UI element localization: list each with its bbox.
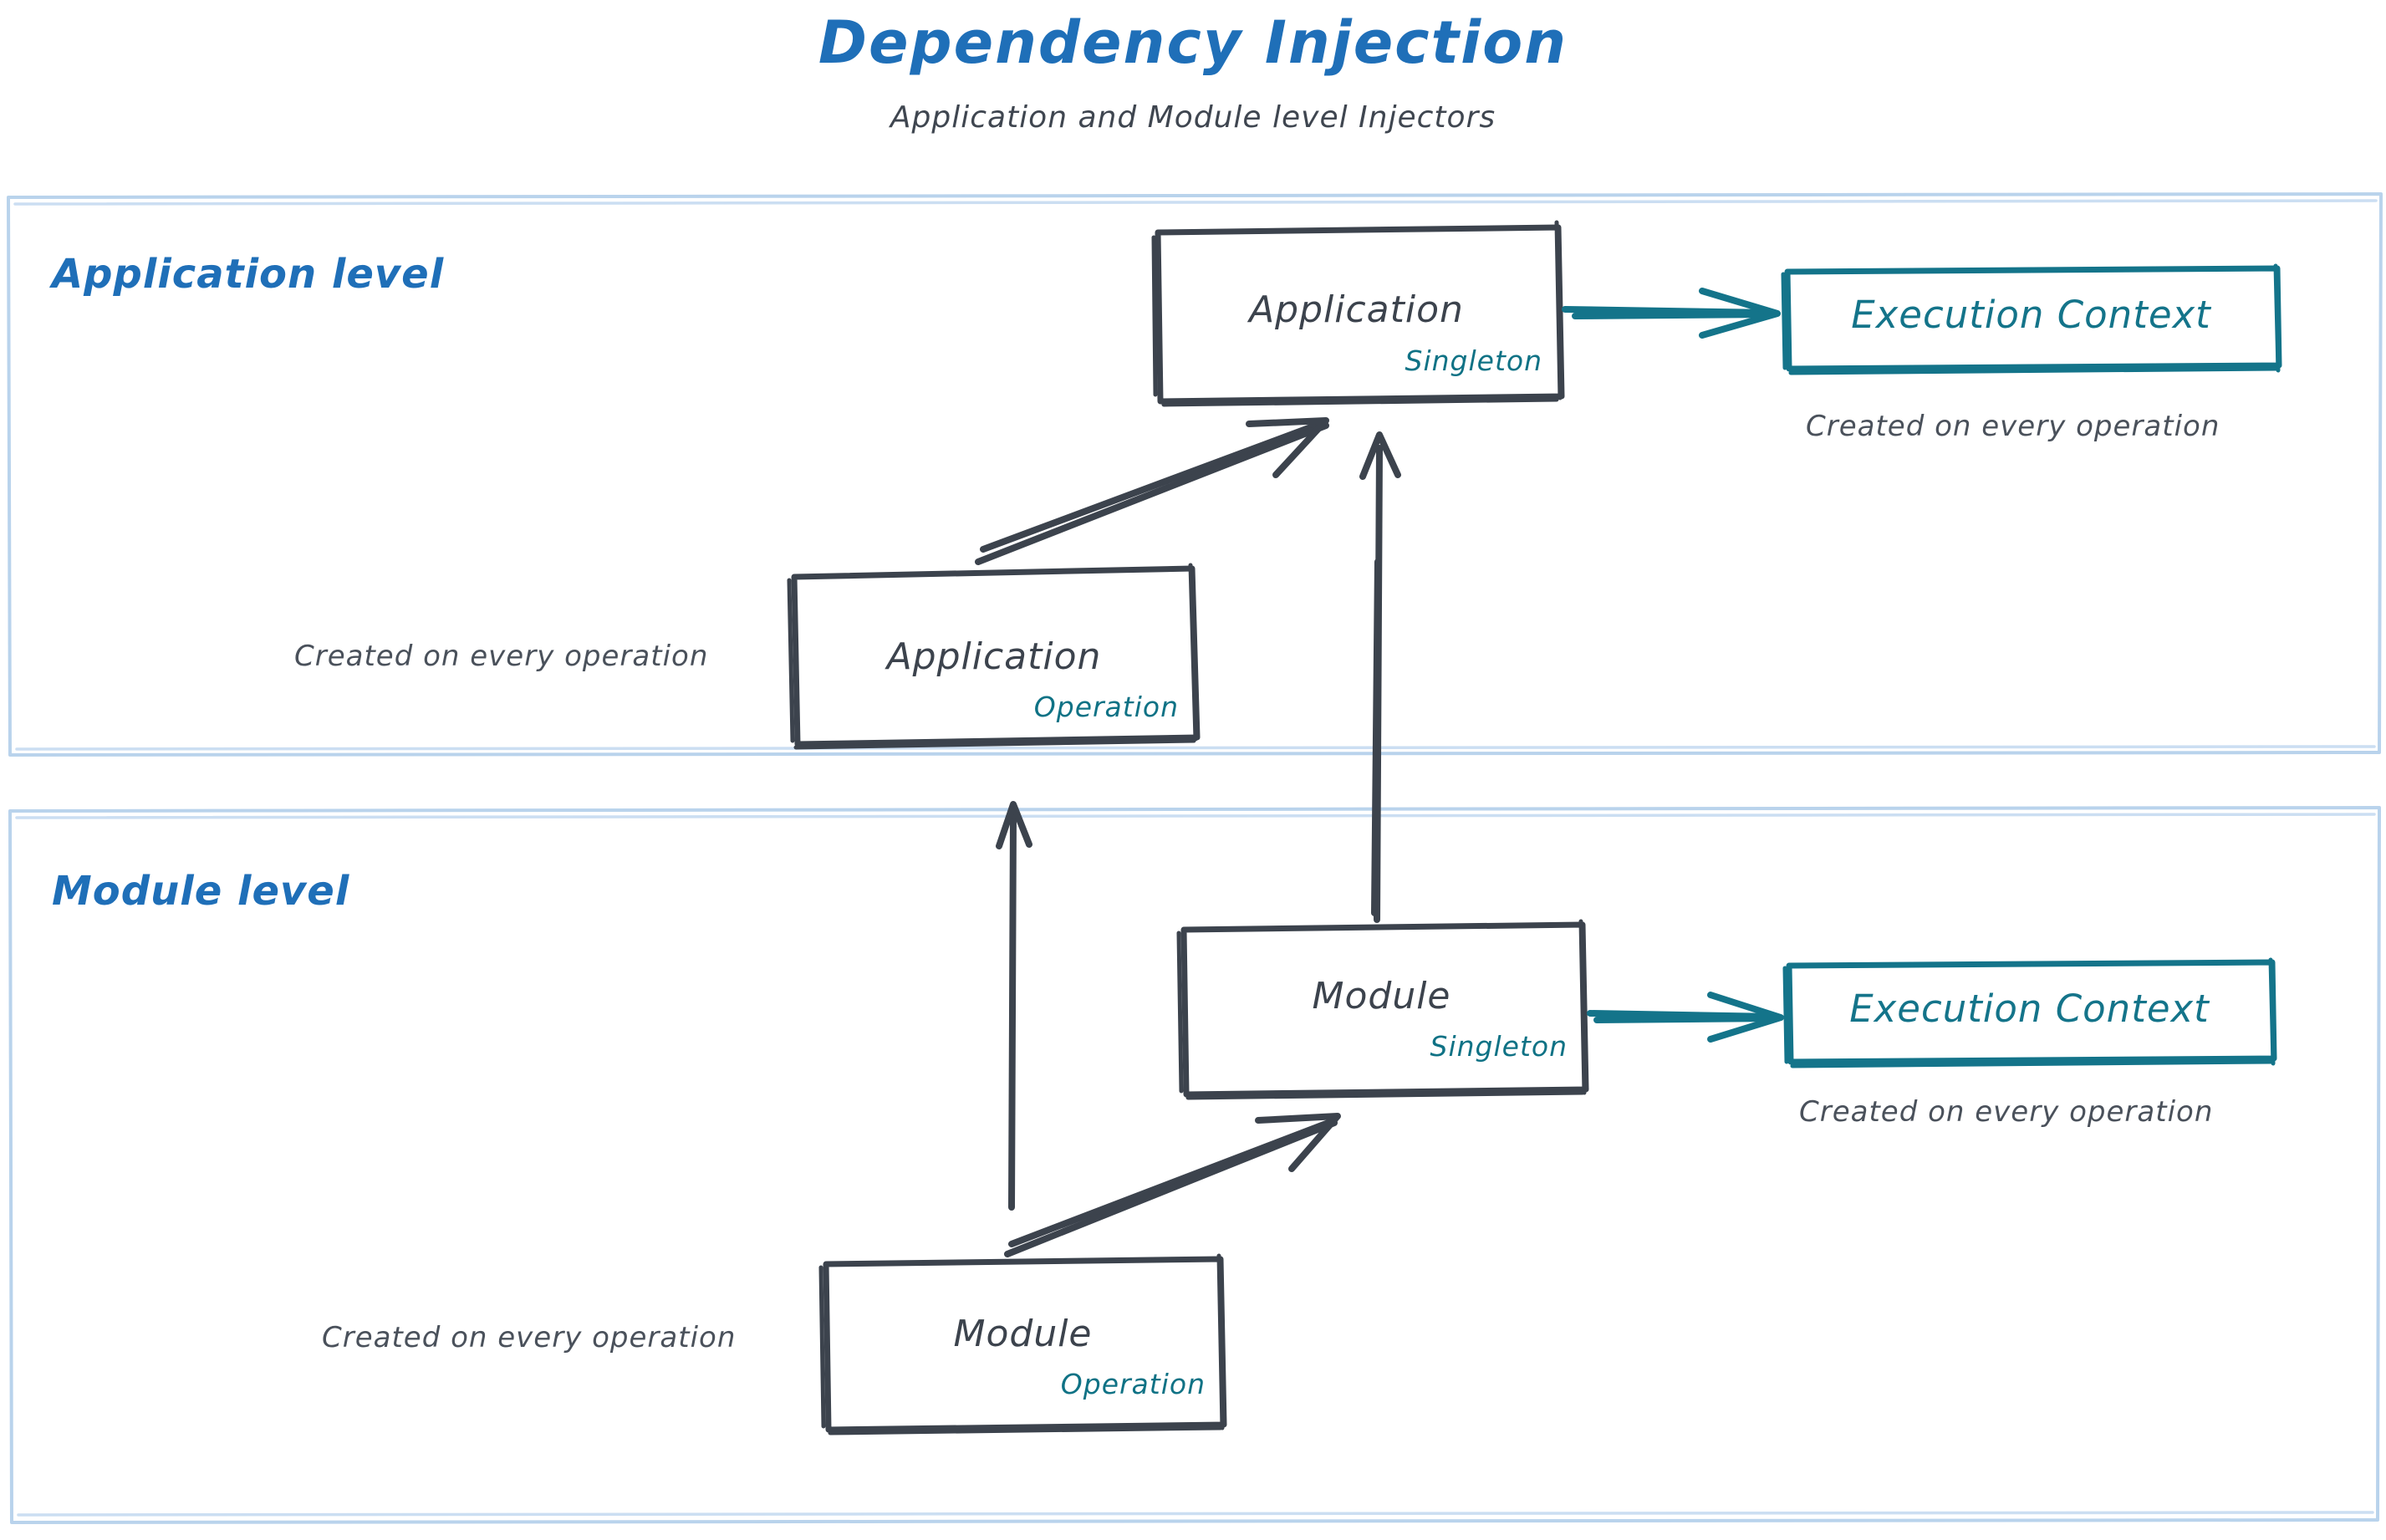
node-application-operation-title: Application	[886, 635, 1102, 678]
edge-module-operation-to-app-operation	[996, 801, 1032, 1211]
note-module-operation: Created on every operation	[322, 1321, 737, 1354]
node-execution-context-application-label: Execution Context	[1851, 293, 2211, 337]
node-module-operation-scope: Operation	[1060, 1368, 1206, 1400]
edge-module-operation-to-module-singleton	[1004, 1113, 1341, 1257]
edge-module-singleton-to-execution-context	[1587, 992, 1784, 1043]
node-module-operation-title: Module	[953, 1313, 1093, 1355]
page-title: Dependency Injection	[818, 8, 1568, 77]
node-application-singleton-title: Application	[1249, 288, 1464, 331]
note-execution-context-application: Created on every operation	[1806, 410, 2220, 443]
node-application-operation-scope: Operation	[1033, 691, 1179, 723]
edge-app-singleton-to-execution-context	[1562, 288, 1781, 339]
node-module-singleton-title: Module	[1312, 975, 1451, 1017]
page-subtitle: Application and Module level Injectors	[890, 100, 1496, 135]
section-title-module-level: Module level	[52, 868, 350, 915]
node-application-singleton-scope: Singleton	[1405, 344, 1542, 377]
edge-app-operation-to-app-singleton	[975, 417, 1329, 565]
note-execution-context-module: Created on every operation	[1799, 1095, 2214, 1129]
section-title-application-level: Application level	[52, 251, 445, 298]
edge-module-singleton-to-app-singleton	[1359, 431, 1401, 923]
node-module-singleton-scope: Singleton	[1430, 1030, 1568, 1063]
note-application-operation: Created on every operation	[294, 640, 709, 673]
module-level-container	[8, 806, 2381, 1524]
node-execution-context-module-label: Execution Context	[1849, 987, 2210, 1031]
